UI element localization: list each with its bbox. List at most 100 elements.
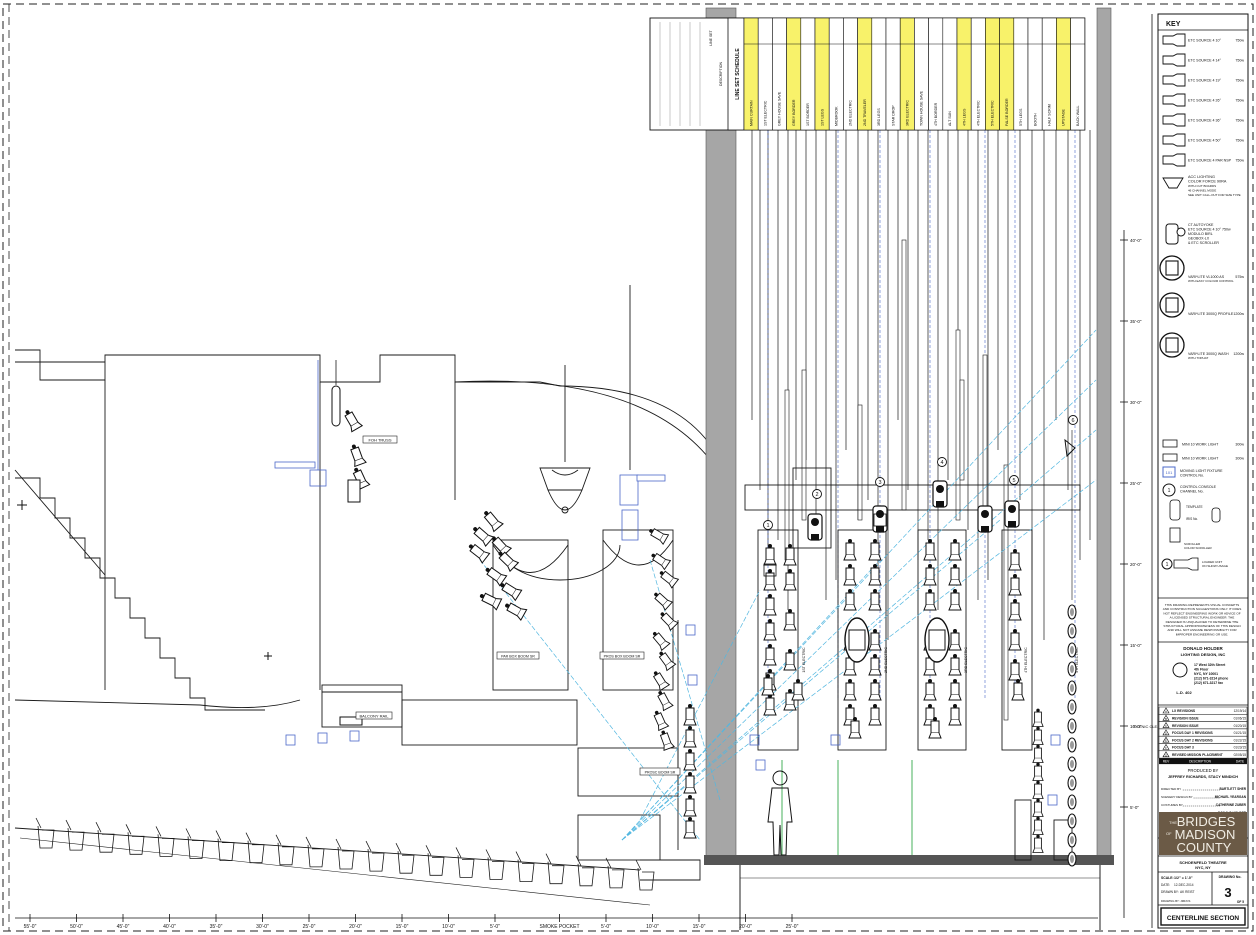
strip-light-lens bbox=[1070, 836, 1074, 844]
revision-desc: REVISED MISSION PLACEMENT bbox=[1172, 753, 1223, 757]
lamp-body bbox=[1034, 729, 1042, 741]
key-vari-lite-head bbox=[1165, 337, 1179, 353]
lamp-yoke bbox=[873, 654, 877, 658]
prosc-boom-lamp-icon bbox=[683, 726, 697, 748]
key-moving-text: MOVING LIGHT FIXTURE bbox=[1180, 469, 1223, 473]
lamp-icon bbox=[761, 674, 775, 696]
key-boom-text: ON SHOW USAGE bbox=[1202, 564, 1228, 568]
box-boom-lamp-icon bbox=[660, 612, 679, 632]
lamp-lens bbox=[868, 719, 882, 726]
key-item-name: ETC SOURCE 4 10° bbox=[1188, 39, 1222, 43]
lamp-yoke bbox=[766, 674, 770, 678]
box-boom-lamp-icon bbox=[659, 730, 675, 751]
key-boom-circle-icon bbox=[1161, 558, 1173, 570]
lamp-yoke bbox=[848, 564, 852, 568]
lamp-lens bbox=[492, 598, 503, 611]
lamp-body bbox=[1013, 682, 1023, 696]
blue-tag-icon bbox=[1050, 734, 1061, 746]
drop-pipe bbox=[801, 369, 807, 521]
sightline bbox=[621, 329, 1097, 841]
box-boom-lamp-icon bbox=[658, 651, 677, 672]
key-vari-lite-name: VARI*LITE 3000Q PROFILE bbox=[1188, 312, 1234, 316]
channel-circle-icon bbox=[937, 457, 947, 467]
lamp-body bbox=[652, 552, 667, 567]
foh-lamp-icon bbox=[350, 444, 367, 468]
drawn-value: AK REIST bbox=[1180, 890, 1195, 894]
stage-box bbox=[1014, 799, 1032, 861]
key-console-icon bbox=[1162, 483, 1176, 497]
lamp-body bbox=[930, 720, 940, 734]
house-architecture bbox=[14, 349, 725, 906]
sightline bbox=[621, 519, 1001, 841]
key-item-watt: 750w bbox=[1235, 79, 1244, 83]
revision-date: 01/21/15 bbox=[1234, 731, 1247, 735]
lamp-lens bbox=[763, 709, 777, 716]
ruler-label: 10'-0" bbox=[646, 924, 659, 930]
lamp-lens bbox=[658, 681, 671, 692]
lamp-body bbox=[1034, 801, 1042, 813]
box-boom-lamp-icon bbox=[657, 691, 674, 712]
revision-footer-desc: DESCRIPTION bbox=[1189, 760, 1211, 764]
electric-frame bbox=[837, 529, 887, 751]
lamp-body bbox=[1034, 765, 1042, 777]
seat bbox=[157, 834, 175, 857]
key-vari-lite-watt: 1200w bbox=[1233, 352, 1244, 356]
lamp-yoke bbox=[1036, 834, 1040, 839]
lamp-yoke bbox=[933, 717, 937, 721]
blue-tag-icon bbox=[687, 674, 698, 686]
balcony-rake bbox=[14, 469, 106, 576]
orchestra-rake bbox=[14, 827, 641, 871]
lamp-yoke bbox=[928, 704, 932, 708]
box-boom-lamp-icon bbox=[659, 570, 680, 589]
lamp-yoke bbox=[1036, 744, 1040, 749]
scale-label: SCALE: bbox=[1161, 876, 1174, 880]
third-electric-lamp-icon bbox=[948, 704, 962, 726]
ruler-label: SMOKE POCKET bbox=[539, 924, 579, 930]
channel-circle-icon bbox=[1068, 415, 1078, 425]
lamp-body bbox=[473, 526, 490, 543]
lamp-body bbox=[1010, 632, 1020, 646]
lamp-body bbox=[685, 798, 695, 812]
key-fixture-symbol bbox=[1162, 113, 1186, 127]
key-color-force-icon bbox=[1162, 177, 1184, 189]
show-logo-panel bbox=[1159, 812, 1247, 855]
lamp-body bbox=[785, 612, 795, 626]
seat bbox=[547, 861, 565, 885]
box-ledge bbox=[401, 699, 578, 746]
ruler-label: 20'-0" bbox=[349, 924, 362, 930]
first-electric-lamp-icon bbox=[783, 689, 797, 711]
revision-footer-date: DATE bbox=[1236, 760, 1244, 764]
lamp-body bbox=[650, 528, 665, 541]
lamp-body bbox=[950, 632, 960, 646]
box-boom-lamp-icon bbox=[651, 552, 672, 571]
lamp-lens bbox=[868, 644, 882, 651]
moving-light-base bbox=[936, 501, 944, 507]
pros-box-label: PROS BOX BOOM SR bbox=[604, 655, 641, 659]
lamp-yoke bbox=[1036, 798, 1040, 803]
electric-pipe-label: 3RD ELECTRIC bbox=[964, 647, 968, 673]
firm-address-line: 4th Floor bbox=[1194, 668, 1209, 672]
key-worklight-icon bbox=[1162, 453, 1178, 462]
lamp-yoke bbox=[654, 592, 658, 597]
lamp-lens bbox=[843, 694, 857, 701]
drop-pipe bbox=[959, 379, 965, 481]
prosc-boom-lamp-icon bbox=[683, 817, 697, 839]
lamp-lens bbox=[783, 664, 797, 671]
electric-pipe-label: 1ST ELECTRIC bbox=[802, 647, 806, 673]
revision-letter: D bbox=[1165, 731, 1168, 735]
lamp-body bbox=[660, 570, 675, 585]
sightline bbox=[621, 379, 1097, 841]
seat bbox=[577, 863, 595, 887]
lamp-lens bbox=[763, 584, 777, 591]
electric-pipe-label: 2ND ELECTRIC bbox=[884, 647, 888, 673]
lamp-lens bbox=[848, 732, 862, 739]
height-label: 5'-0" bbox=[1130, 805, 1139, 810]
lamp-lens bbox=[683, 810, 697, 817]
lamp-body bbox=[1034, 837, 1042, 849]
lamp-lens bbox=[1008, 589, 1022, 596]
seat bbox=[307, 844, 325, 868]
foh-lamp-icon bbox=[344, 410, 364, 433]
key-boom-lamp-icon bbox=[1173, 557, 1199, 571]
lamp-body bbox=[850, 720, 860, 734]
